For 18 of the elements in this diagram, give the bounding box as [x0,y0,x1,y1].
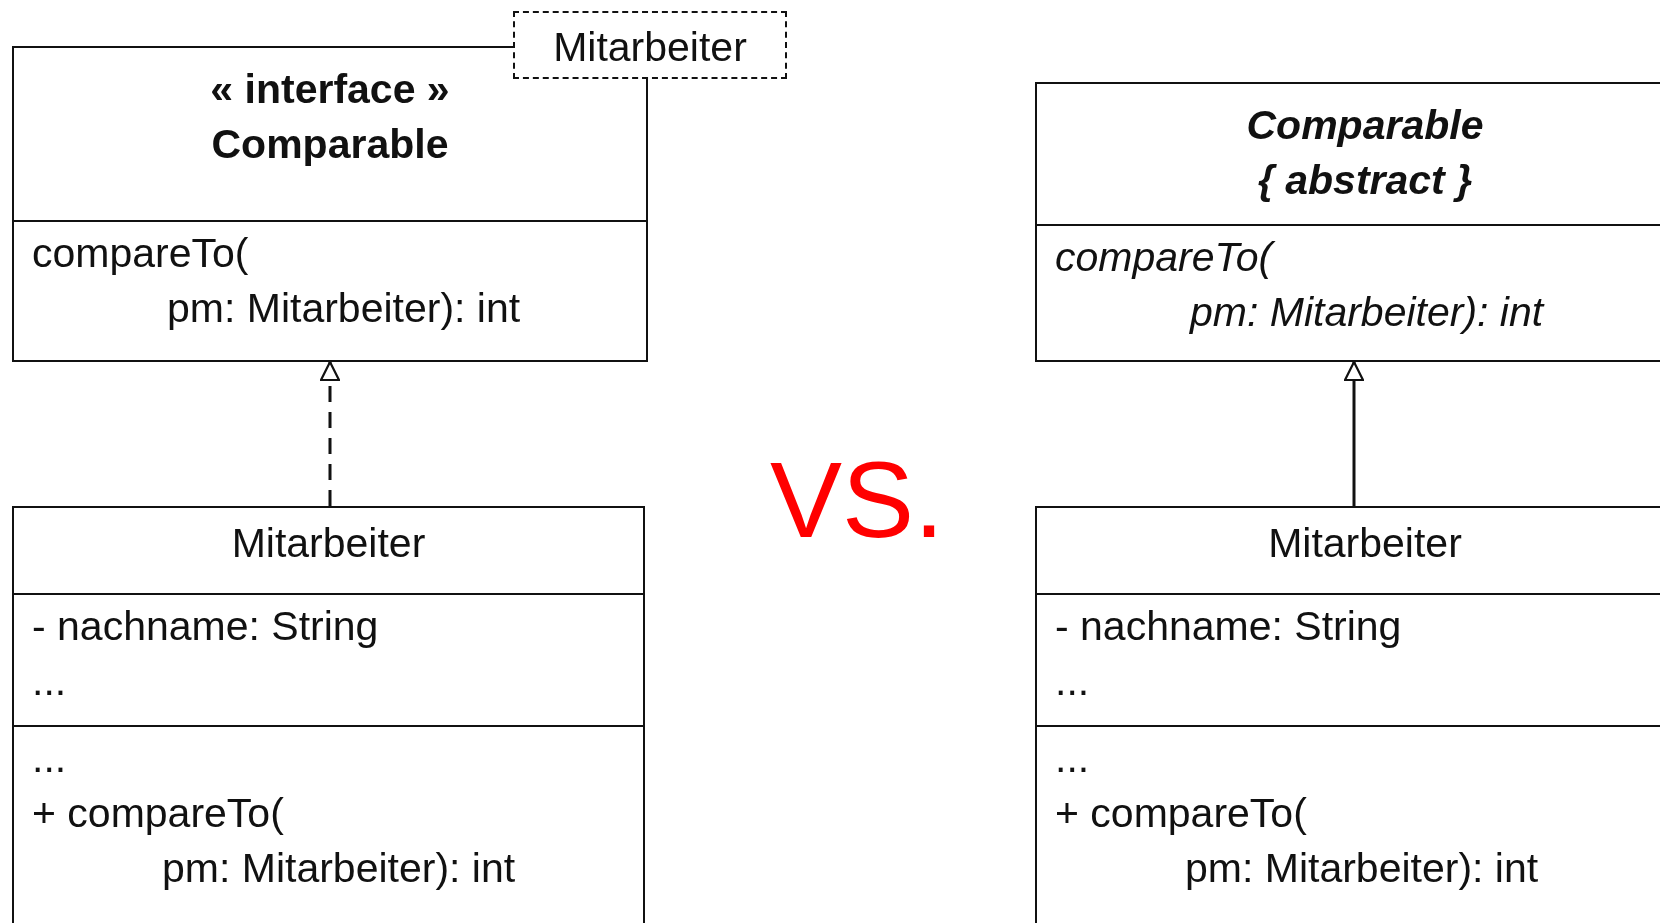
class-box [1035,506,1660,923]
template-parameter: Mitarbeiter [552,23,748,72]
template-parameter-box [513,11,787,79]
method-list: ... + compareTo( pm: Mitarbeiter): int [14,725,643,900]
realization-arrow [319,360,341,506]
method-list: ... + compareTo( pm: Mitarbeiter): int [1037,725,1660,900]
class-name: Mitarbeiter [1267,519,1463,568]
attribute-list: - nachname: String ... [1037,593,1660,725]
class-name: « interface » Comparable [209,65,451,169]
comparison-label: VS. [770,440,945,560]
class-box [1035,82,1660,362]
attribute-list: - nachname: String ... [14,593,643,725]
class-box [12,506,645,923]
generalization-arrow [1343,360,1365,506]
class-name: Mitarbeiter [230,519,427,568]
method-list: compareTo( pm: Mitarbeiter): int [14,220,646,340]
method-list: compareTo( pm: Mitarbeiter): int [1037,224,1660,344]
class-name: Comparable { abstract } [1245,101,1485,205]
